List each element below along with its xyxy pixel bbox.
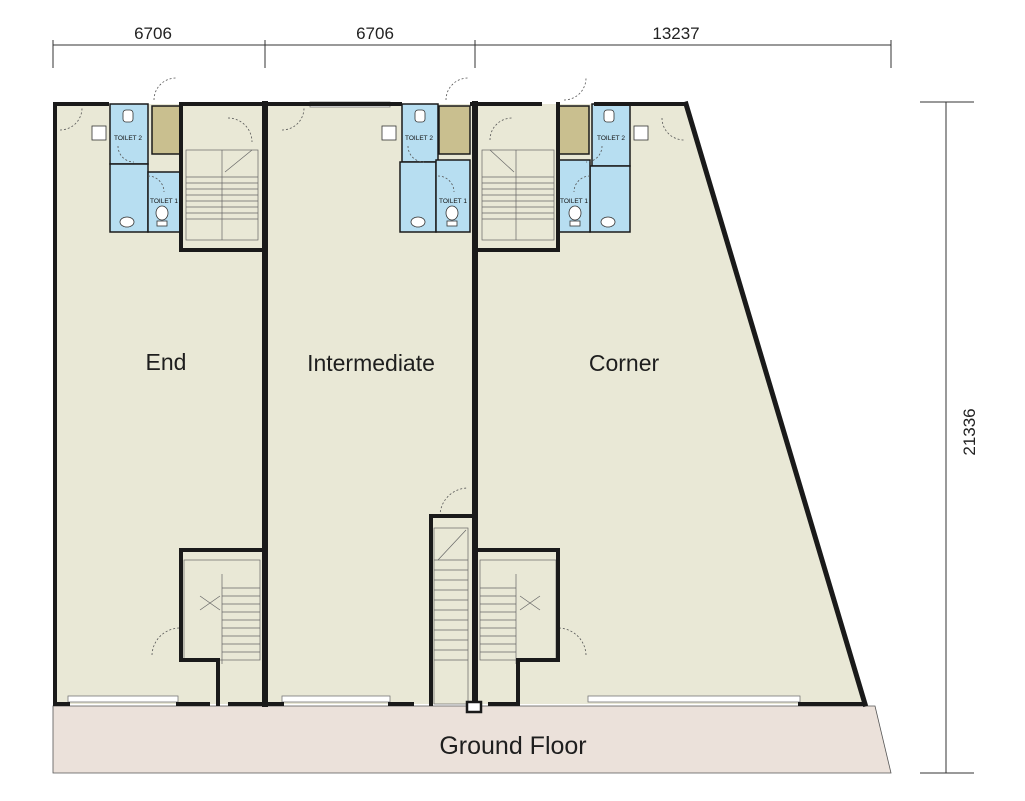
staircases	[183, 149, 557, 705]
ground-floor-walkway	[52, 705, 892, 774]
store-rooms	[151, 105, 590, 155]
dimension-depth: 21336	[960, 408, 979, 455]
toilet-2-label-corner: TOILET 2	[597, 135, 625, 142]
dimension-width-end: 6706	[134, 24, 172, 43]
floor-label: Ground Floor	[439, 732, 586, 760]
toilet-2-label-end: TOILET 2	[114, 135, 142, 142]
toilet-2-label-intermediate: TOILET 2	[405, 135, 433, 142]
walls	[53, 100, 869, 714]
unit-label-end: End	[146, 349, 187, 375]
floor-area	[55, 104, 865, 704]
toilet-1-label-corner: TOILET 1	[560, 198, 588, 205]
unit-label-corner: Corner	[589, 350, 660, 376]
dimension-width-corner: 13237	[652, 24, 699, 43]
door-swings	[59, 77, 685, 656]
toilet-1-label-end: TOILET 1	[150, 198, 178, 205]
dimension-width-intermediate: 6706	[356, 24, 394, 43]
dimension-lines	[52, 40, 974, 774]
toilet-1-label-intermediate: TOILET 1	[439, 198, 467, 205]
unit-label-intermediate: Intermediate	[307, 350, 435, 376]
sanitary-fixtures	[91, 109, 649, 228]
